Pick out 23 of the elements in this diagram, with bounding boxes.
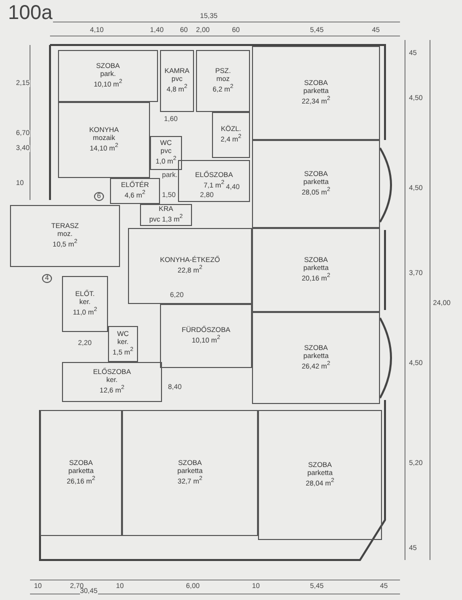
- room: [110, 178, 160, 204]
- room: [40, 410, 122, 536]
- room: [58, 102, 150, 178]
- room: [58, 50, 158, 102]
- room: [140, 204, 192, 226]
- room: [10, 205, 120, 267]
- room: [128, 228, 252, 304]
- room: [150, 136, 182, 170]
- room: [196, 50, 250, 112]
- room: [252, 228, 380, 312]
- room: [62, 362, 162, 402]
- sheet-number: 100a: [8, 2, 52, 25]
- room: [178, 160, 250, 202]
- room: [258, 410, 382, 540]
- room: [62, 276, 108, 332]
- room: [108, 326, 138, 362]
- room: [160, 50, 194, 112]
- room: [252, 46, 380, 140]
- room: [252, 140, 380, 228]
- room: [122, 410, 258, 536]
- room: [212, 112, 250, 158]
- room: [160, 304, 252, 368]
- room: [252, 312, 380, 404]
